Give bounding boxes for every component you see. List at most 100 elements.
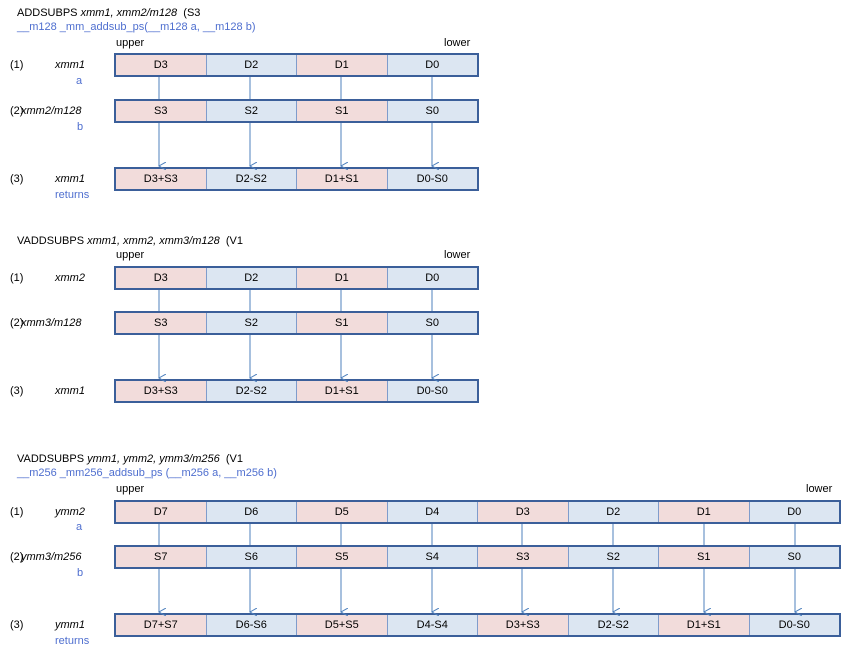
section1-mnemonic: ADDSUBPS	[17, 7, 78, 19]
s2-r2-cell: S2	[205, 313, 296, 333]
s3-r3-cell: D7+S7	[116, 615, 206, 635]
s1-register-1: D3 D2 D1 D0	[114, 53, 479, 77]
s3-r1-cell: D2	[567, 502, 658, 522]
section2-lower-label: lower	[444, 249, 471, 261]
s3-row3-param: returns	[55, 635, 90, 647]
section2-operands: xmm1, xmm2, xmm3/m128	[87, 235, 220, 247]
section3-suffix: (V1	[225, 453, 243, 465]
s2-r2-cell: S3	[116, 313, 206, 333]
s3-r1-cell: D7	[116, 502, 206, 522]
s3-row2-param: b	[77, 567, 84, 579]
s1-row1-name: xmm1	[55, 59, 85, 71]
section1-suffix: (S3	[183, 7, 201, 19]
section3-operands: ymm1, ymm2, ymm3/m256	[87, 453, 220, 465]
s3-r3-cell: D6-S6	[205, 615, 296, 635]
s1-r2-cell: S0	[386, 101, 477, 121]
s2-r3-cell: D0-S0	[386, 381, 477, 401]
s1-r1-cell: D1	[296, 55, 387, 75]
s2-r3-cell: D3+S3	[116, 381, 206, 401]
s3-r3-cell: D2-S2	[567, 615, 658, 635]
s3-register-2: S7 S6 S5 S4 S3 S2 S1 S0	[114, 545, 841, 569]
s3-r3-cell: D5+S5	[296, 615, 387, 635]
s2-r2-cell: S1	[296, 313, 387, 333]
s1-row3-num: (3)	[10, 173, 24, 185]
section1-title: ADDSUBPS xmm1, xmm2/m128 (S3	[17, 7, 200, 20]
s3-register-3: D7+S7 D6-S6 D5+S5 D4-S4 D3+S3 D2-S2 D1+S…	[114, 613, 841, 637]
s3-register-1: D7 D6 D5 D4 D3 D2 D1 D0	[114, 500, 841, 524]
s1-r1-cell: D3	[116, 55, 206, 75]
s3-r2-cell: S1	[658, 547, 749, 567]
s1-r2-cell: S1	[296, 101, 387, 121]
section3-lower-label: lower	[806, 483, 833, 495]
s3-r2-cell: S4	[386, 547, 477, 567]
s1-r1-cell: D2	[205, 55, 296, 75]
s3-r2-cell: S2	[567, 547, 658, 567]
section2-suffix: (V1	[225, 235, 243, 247]
s2-row3-num: (3)	[10, 385, 24, 397]
s1-register-3: D3+S3 D2-S2 D1+S1 D0-S0	[114, 167, 479, 191]
s2-r1-cell: D1	[296, 268, 387, 288]
s3-r1-cell: D5	[296, 502, 387, 522]
section1-arrows	[159, 77, 432, 166]
s1-row2-name: xmm2/m128	[21, 105, 82, 117]
s3-r1-cell: D4	[386, 502, 477, 522]
s3-row1-num: (1)	[10, 506, 24, 518]
s3-r2-cell: S3	[477, 547, 568, 567]
s3-r1-cell: D6	[205, 502, 296, 522]
s3-r2-cell: S0	[748, 547, 839, 567]
s3-r1-cell: D1	[658, 502, 749, 522]
s2-row1-name: xmm2	[55, 272, 85, 284]
s3-r1-cell: D0	[748, 502, 839, 522]
s2-row3-name: xmm1	[55, 385, 85, 397]
s1-r3-cell: D1+S1	[296, 169, 387, 189]
s3-row1-param: a	[76, 521, 83, 533]
s3-r2-cell: S5	[296, 547, 387, 567]
s1-r2-cell: S2	[205, 101, 296, 121]
s2-register-1: D3 D2 D1 D0	[114, 266, 479, 290]
section1-operands: xmm1, xmm2/m128	[80, 7, 178, 19]
s2-r3-cell: D1+S1	[296, 381, 387, 401]
s3-row2-name: ymm3/m256	[21, 551, 82, 563]
s2-r1-cell: D0	[386, 268, 477, 288]
s3-row3-name: ymm1	[55, 619, 85, 631]
s1-r3-cell: D0-S0	[386, 169, 477, 189]
s3-r3-cell: D0-S0	[748, 615, 839, 635]
s1-r2-cell: S3	[116, 101, 206, 121]
s2-register-3: D3+S3 D2-S2 D1+S1 D0-S0	[114, 379, 479, 403]
s1-r3-cell: D3+S3	[116, 169, 206, 189]
section2-mnemonic: VADDSUBPS	[17, 235, 85, 247]
s3-r2-cell: S7	[116, 547, 206, 567]
s3-r3-cell: D1+S1	[658, 615, 749, 635]
section1-upper-label: upper	[116, 37, 145, 49]
s1-row1-num: (1)	[10, 59, 24, 71]
s2-r1-cell: D2	[205, 268, 296, 288]
s2-row2-num: (2)	[10, 317, 24, 329]
section2-arrows	[159, 290, 432, 378]
s1-r1-cell: D0	[386, 55, 477, 75]
section1-lower-label: lower	[444, 37, 471, 49]
s1-row3-param: returns	[55, 189, 90, 201]
s3-r3-cell: D3+S3	[477, 615, 568, 635]
s2-row1-num: (1)	[10, 272, 24, 284]
s3-row1-name: ymm2	[55, 506, 85, 518]
s3-r2-cell: S6	[205, 547, 296, 567]
s1-r3-cell: D2-S2	[205, 169, 296, 189]
s1-row2-param: b	[77, 121, 84, 133]
section2-title: VADDSUBPS xmm1, xmm2, xmm3/m128 (V1	[17, 235, 243, 248]
s1-row2-num: (2)	[10, 105, 24, 117]
s2-r2-cell: S0	[386, 313, 477, 333]
s1-row3-name: xmm1	[55, 173, 85, 185]
s2-row2-name: xmm3/m128	[21, 317, 82, 329]
s2-register-2: S3 S2 S1 S0	[114, 311, 479, 335]
s1-row1-param: a	[76, 75, 83, 87]
section3-upper-label: upper	[116, 483, 145, 495]
s3-r3-cell: D4-S4	[386, 615, 477, 635]
s3-r1-cell: D3	[477, 502, 568, 522]
section2-upper-label: upper	[116, 249, 145, 261]
s3-row2-num: (2)	[10, 551, 24, 563]
s2-r1-cell: D3	[116, 268, 206, 288]
section3-mnemonic: VADDSUBPS	[17, 453, 85, 465]
s1-register-2: S3 S2 S1 S0	[114, 99, 479, 123]
section1-intrinsic: __m128 _mm_addsub_ps(__m128 a, __m128 b)	[17, 21, 256, 33]
